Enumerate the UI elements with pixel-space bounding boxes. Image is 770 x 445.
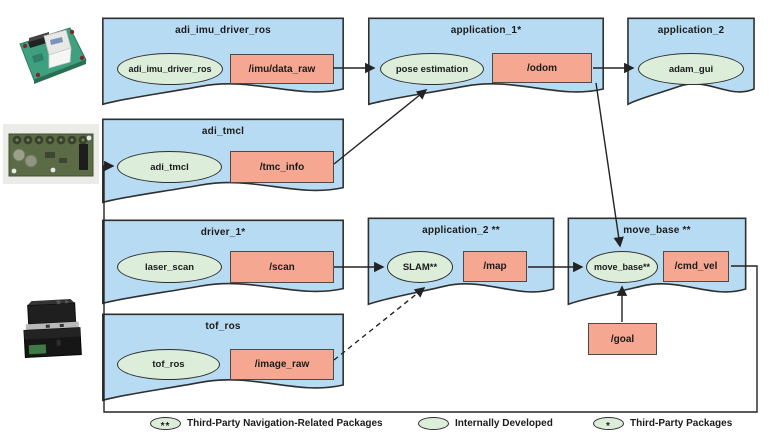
package-application-2: application_2 adam_gui	[627, 17, 755, 107]
package-title: adi_imu_driver_ros	[175, 25, 271, 36]
legend-label: Internally Developed	[455, 418, 553, 429]
package-title: application_2	[657, 25, 725, 36]
topic-box: /tmc_info	[230, 151, 334, 183]
package-title: application_2 **	[422, 225, 500, 236]
node-ellipse: move_base**	[586, 251, 658, 283]
node-ellipse: adi_tmcl	[117, 151, 222, 183]
package-application-1: application_1* pose estimation /odom	[367, 17, 605, 107]
topic-box: /imu/data_raw	[230, 54, 334, 84]
legend-marker: *	[606, 420, 611, 432]
topic-box: /map	[463, 251, 527, 282]
package-driver-1: driver_1* laser_scan /scan	[101, 219, 345, 306]
package-title: move_base **	[623, 225, 691, 236]
package-move-base: move_base ** move_base** /cmd_vel	[567, 217, 747, 307]
topic-box: /cmd_vel	[663, 251, 729, 282]
node-ellipse: tof_ros	[117, 349, 220, 380]
topic-box: /scan	[230, 251, 334, 283]
package-title: application_1*	[450, 25, 522, 36]
topic-box: /odom	[492, 53, 592, 83]
legend-item-third-party-nav: ** Third-Party Navigation-Related Packag…	[150, 417, 383, 432]
imu-board-image	[19, 27, 87, 84]
package-title: tof_ros	[205, 321, 241, 332]
package-tof-ros: tof_ros tof_ros /image_raw	[101, 313, 345, 403]
node-ellipse: adi_imu_driver_ros	[117, 53, 223, 85]
package-title: driver_1*	[200, 227, 246, 238]
node-ellipse: pose estimation	[380, 53, 484, 85]
node-ellipse: SLAM**	[387, 251, 453, 283]
legend: ** Third-Party Navigation-Related Packag…	[0, 414, 770, 440]
legend-ellipse-icon: *	[593, 417, 624, 432]
legend-marker: **	[160, 420, 171, 432]
legend-ellipse-icon: **	[150, 417, 181, 432]
legend-ellipse-icon	[418, 417, 449, 430]
topic-box-goal: /goal	[588, 323, 657, 355]
legend-label: Third-Party Navigation-Related Packages	[187, 418, 383, 429]
legend-item-internally-developed: Internally Developed	[418, 417, 553, 430]
package-title: adi_tmcl	[201, 126, 245, 137]
node-ellipse: laser_scan	[117, 251, 222, 283]
tof-camera-image	[23, 299, 82, 359]
topic-box: /image_raw	[230, 349, 334, 380]
package-adi-imu-driver-ros: adi_imu_driver_ros adi_imu_driver_ros /i…	[101, 17, 345, 107]
legend-label: Third-Party Packages	[630, 418, 733, 429]
legend-item-third-party: * Third-Party Packages	[593, 417, 733, 432]
node-ellipse: adam_gui	[638, 53, 744, 85]
package-adi-tmcl: adi_tmcl adi_tmcl /tmc_info	[101, 118, 345, 205]
motor-controller-board-image	[3, 124, 99, 184]
package-application-2-slam: application_2 ** SLAM** /map	[367, 217, 555, 307]
